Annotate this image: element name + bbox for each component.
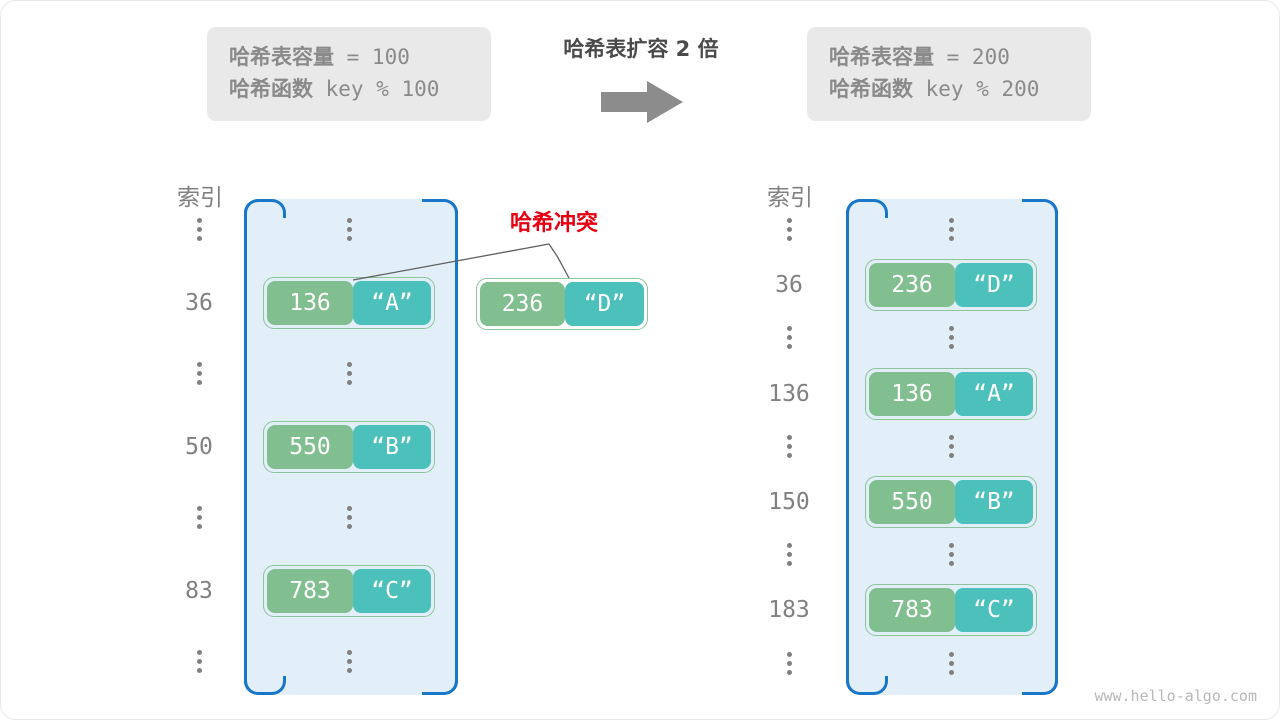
right-cell-ellipsis (944, 434, 958, 461)
right-entry-key: 136 (869, 371, 955, 416)
left-cell-ellipsis (342, 218, 356, 244)
right-index-label: 136 (768, 380, 810, 407)
left-index-ellipsis (192, 506, 206, 532)
left-entry-pair[interactable]: 136“A” (263, 277, 435, 329)
left-header-index: 索引 (177, 185, 223, 211)
right-column-headers: 索引 key value (591, 147, 1061, 279)
left-index-ellipsis (192, 650, 206, 676)
right-entry-key: 783 (869, 588, 955, 633)
left-hashtable-info-box: 哈希表容量 = 100 哈希函数 key % 100 (207, 27, 491, 121)
watermark: www.hello-algo.com (1094, 687, 1257, 705)
left-cell-ellipsis (342, 506, 356, 532)
left-info-hashfn-label: 哈希函数 (229, 77, 313, 101)
right-info-capacity-label: 哈希表容量 (829, 45, 934, 69)
left-index-label: 50 (185, 434, 213, 460)
right-entry-pair[interactable]: 136“A” (865, 367, 1037, 420)
right-index-label: 150 (768, 489, 810, 515)
colliding-entry-pair[interactable]: 236 “D” (476, 278, 648, 330)
right-entry-pair[interactable]: 783“C” (865, 584, 1037, 637)
right-info-hashfn-label: 哈希函数 (829, 77, 913, 101)
left-column-headers: 索引 key value (1, 147, 471, 279)
right-index-label: 36 (775, 272, 803, 299)
left-bucket-corner-br (422, 679, 458, 695)
right-cell-ellipsis (944, 218, 958, 244)
left-index-label: 36 (185, 290, 213, 316)
left-entry-pair[interactable]: 783“C” (263, 565, 435, 617)
right-index-ellipsis (782, 434, 796, 461)
right-entry-value: “C” (955, 588, 1033, 633)
left-bucket-corner-tr (422, 199, 458, 215)
left-info-capacity-line: 哈希表容量 = 100 (229, 41, 469, 73)
right-entry-value: “A” (955, 371, 1033, 416)
right-entry-value: “D” (955, 263, 1033, 308)
left-entry-value: “B” (353, 425, 431, 469)
left-entry-pair[interactable]: 550“B” (263, 421, 435, 473)
right-bucket-corner-tr (1022, 199, 1058, 215)
left-info-capacity-label: 哈希表容量 (229, 45, 334, 69)
right-info-hashfn-value: key % 200 (913, 77, 1040, 101)
right-entry-value: “B” (955, 480, 1033, 524)
left-entry-key: 136 (267, 281, 353, 325)
right-cell-ellipsis (944, 326, 958, 352)
left-entry-value: “A” (353, 281, 431, 325)
left-cell-ellipsis (342, 362, 356, 388)
right-index-ellipsis (782, 543, 796, 569)
left-cell-ellipsis (342, 650, 356, 676)
right-index-ellipsis (782, 651, 796, 678)
right-index-ellipsis (782, 326, 796, 352)
left-index-ellipsis (192, 218, 206, 244)
right-header-index: 索引 (767, 185, 813, 211)
left-entry-key: 783 (267, 569, 353, 613)
left-index-label: 83 (185, 578, 213, 604)
left-index-ellipsis (192, 362, 206, 388)
right-info-hashfn-line: 哈希函数 key % 200 (829, 73, 1069, 105)
right-cell-ellipsis (944, 651, 958, 678)
left-info-hashfn-line: 哈希函数 key % 100 (229, 73, 469, 105)
right-info-capacity-line: 哈希表容量 = 200 (829, 41, 1069, 73)
right-entry-pair[interactable]: 550“B” (865, 476, 1037, 528)
colliding-entry-value: “D” (564, 282, 644, 326)
right-index-label: 183 (768, 597, 810, 624)
hash-collision-label: 哈希冲突 (509, 211, 598, 236)
left-entry-key: 550 (267, 425, 353, 469)
right-cell-ellipsis (944, 543, 958, 569)
right-entry-pair[interactable]: 236“D” (865, 259, 1037, 312)
left-info-hashfn-value: key % 100 (313, 77, 440, 101)
left-info-capacity-value: = 100 (334, 45, 410, 69)
right-arrow-icon (601, 81, 683, 123)
resize-caption: 哈希表扩容 2 倍 (563, 37, 719, 61)
right-bucket-corner-br (1022, 679, 1058, 695)
right-hashtable-info-box: 哈希表容量 = 200 哈希函数 key % 200 (807, 27, 1091, 121)
right-info-capacity-value: = 200 (934, 45, 1010, 69)
right-entry-key: 550 (869, 480, 955, 524)
right-index-ellipsis (782, 218, 796, 244)
right-entry-key: 236 (869, 263, 955, 308)
left-entry-value: “C” (353, 569, 431, 613)
colliding-entry-key: 236 (480, 282, 565, 326)
